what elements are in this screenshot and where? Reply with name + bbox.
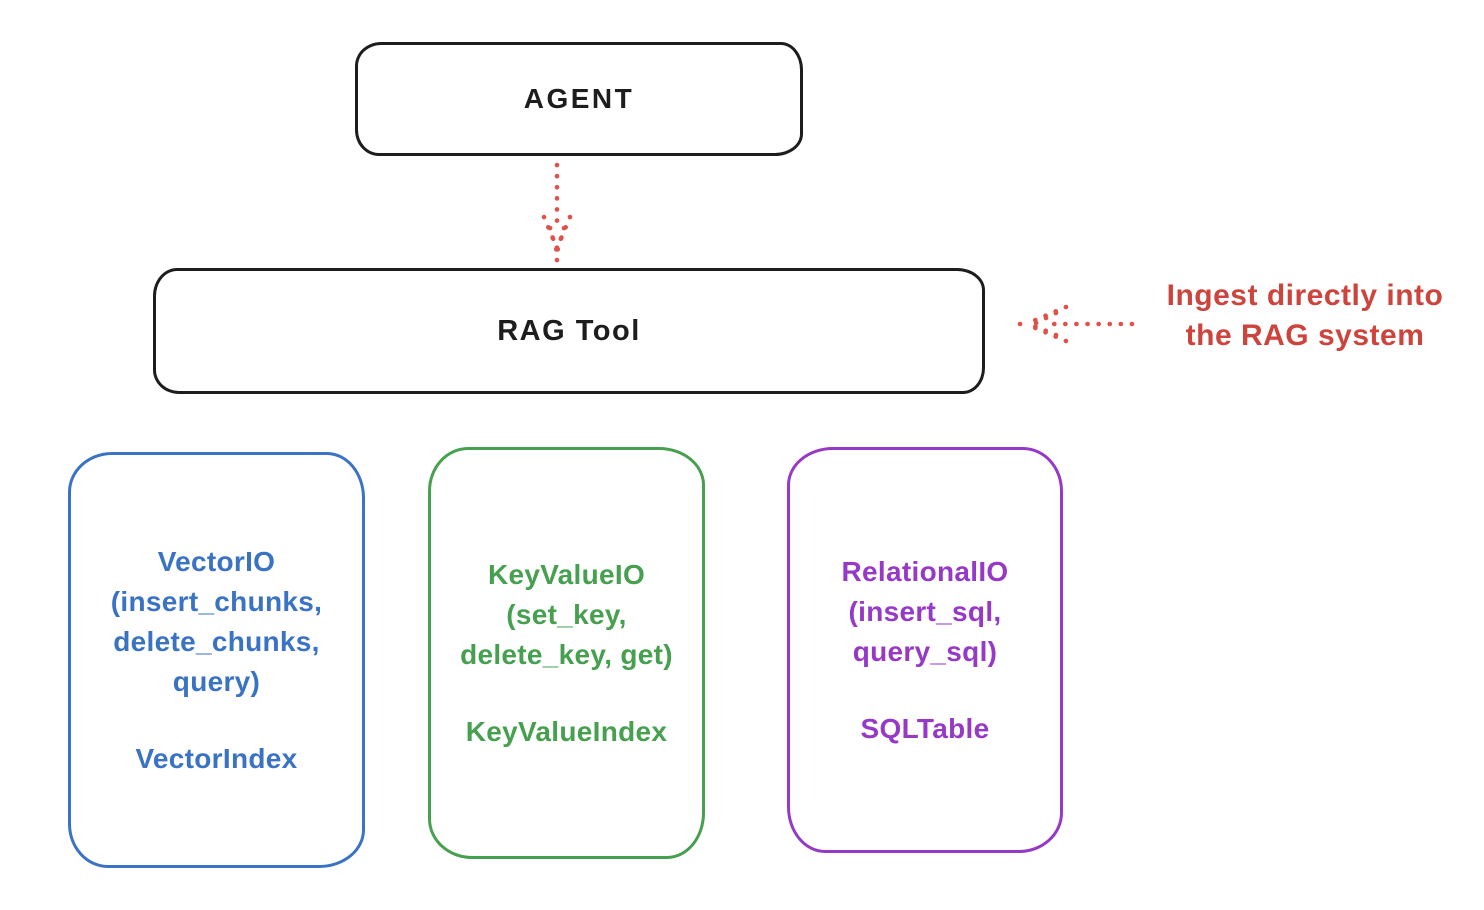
rag-tool-label: RAG Tool <box>497 314 641 347</box>
ingest-annotation: Ingest directly into the RAG system <box>1133 276 1477 356</box>
keyvalue-index-label: KeyValueIndex <box>465 715 668 747</box>
agent-label: AGENT <box>523 83 635 114</box>
sql-table-label: SQLTable <box>860 712 990 744</box>
ingest-annotation-line-1: Ingest directly into <box>1166 279 1444 312</box>
rag-tool-node: RAG Tool <box>153 268 985 394</box>
vector-io-operations: VectorIO (insert_chunks, delete_chunks, … <box>110 545 323 697</box>
agent-node: AGENT <box>355 42 803 156</box>
dotted-arrow-left-icon <box>1017 304 1135 344</box>
ingest-annotation-line-2: the RAG system <box>1185 319 1425 352</box>
relational-io-operations: RelationalIO (insert_sql, query_sql) <box>841 555 1009 667</box>
vector-index-label: VectorIndex <box>135 742 298 774</box>
keyvalue-io-node: KeyValueIO (set_key, delete_key, get) Ke… <box>428 447 705 859</box>
relational-io-node: RelationalIO (insert_sql, query_sql) SQL… <box>787 447 1063 853</box>
dotted-arrow-down-icon <box>541 162 573 263</box>
keyvalue-io-operations: KeyValueIO (set_key, delete_key, get) <box>460 558 673 670</box>
vector-io-node: VectorIO (insert_chunks, delete_chunks, … <box>68 452 365 868</box>
